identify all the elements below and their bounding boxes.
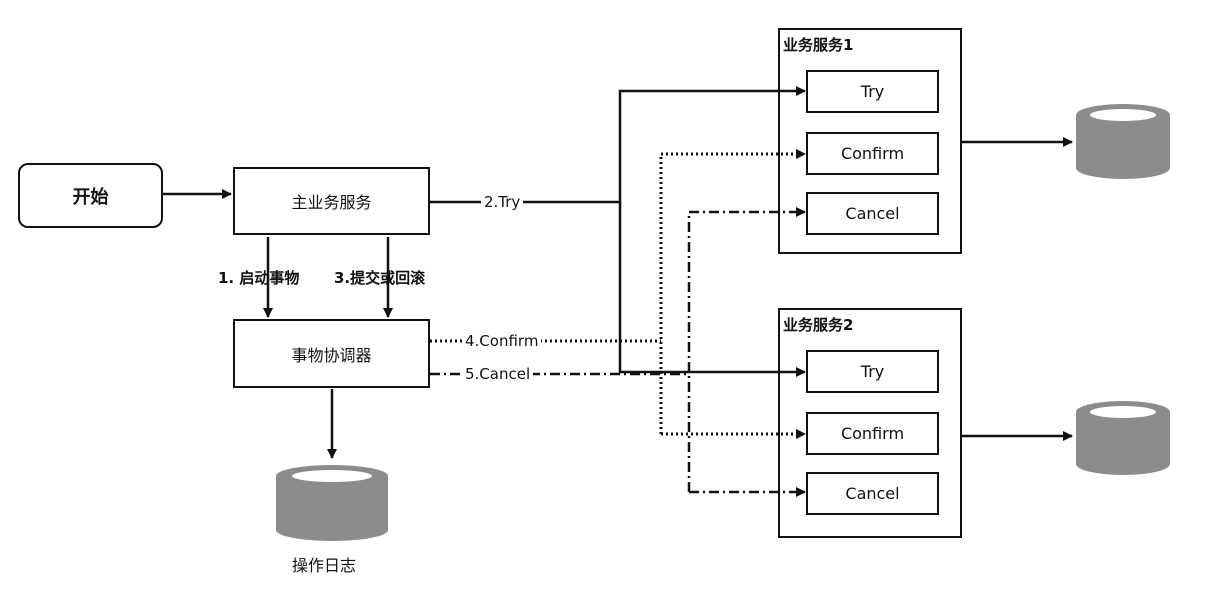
op-label: Cancel — [845, 484, 900, 503]
service1-cancel-op: Cancel — [806, 192, 939, 235]
service1-try-op: Try — [806, 70, 939, 113]
begin-tx-label: 1. 启动事物 — [218, 269, 300, 287]
start-node: 开始 — [18, 163, 163, 228]
service1-database-icon — [1076, 104, 1170, 179]
service-title: 业务服务1 — [783, 36, 854, 54]
confirm-label: 4.Confirm — [462, 332, 542, 350]
op-label: Try — [860, 82, 885, 101]
op-label: Try — [860, 362, 885, 381]
service2-try-op: Try — [806, 350, 939, 393]
business-service-1: 业务服务1 — [778, 28, 962, 254]
try-path-2 — [618, 202, 806, 377]
service1-confirm-op: Confirm — [806, 132, 939, 175]
log-database-icon — [276, 465, 388, 541]
main-service-label: 主业务服务 — [291, 193, 372, 212]
business-service-2: 业务服务2 — [778, 308, 962, 538]
log-caption: 操作日志 — [292, 556, 357, 575]
main-service-node: 主业务服务 — [233, 167, 430, 235]
op-label: Confirm — [840, 424, 905, 443]
commit-rollback-label: 3.提交或回滚 — [334, 269, 426, 287]
service-title: 业务服务2 — [783, 316, 854, 334]
cancel-label: 5.Cancel — [462, 365, 534, 383]
coordinator-node: 事物协调器 — [233, 319, 430, 388]
service2-confirm-op: Confirm — [806, 412, 939, 455]
confirm-path — [659, 149, 806, 434]
op-label: Confirm — [840, 144, 905, 163]
op-label: Cancel — [845, 204, 900, 223]
cancel-path — [687, 207, 806, 492]
try-label: 2.Try — [481, 193, 524, 211]
service2-database-icon — [1076, 401, 1170, 475]
service2-cancel-op: Cancel — [806, 472, 939, 515]
try-path — [430, 86, 806, 204]
start-label: 开始 — [72, 186, 109, 208]
coordinator-label: 事物协调器 — [291, 345, 372, 365]
